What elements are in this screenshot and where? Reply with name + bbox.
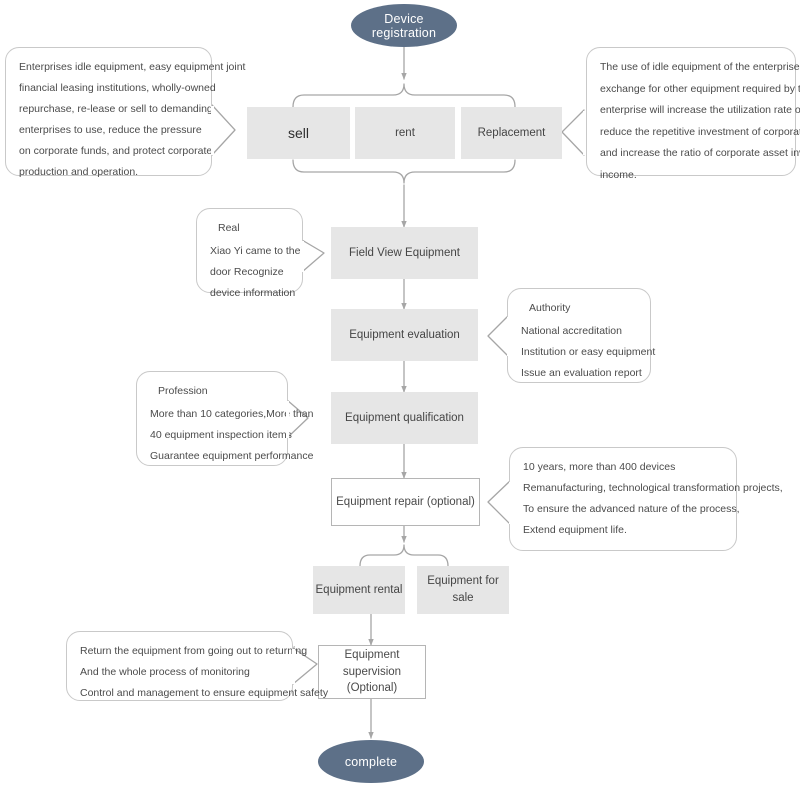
note-title: Real (218, 222, 240, 234)
node-replacement[interactable]: Replacement (461, 107, 562, 159)
node-equipment-rental-label: Equipment rental (315, 583, 403, 596)
note-line: Institution or easy equipment (521, 346, 656, 358)
note-line: Enterprises idle equipment, easy equipme… (19, 61, 246, 73)
node-replacement-label: Replacement (477, 126, 546, 139)
note-line: repurchase, re-lease or sell to demandin… (19, 103, 213, 115)
note-line: financial leasing institutions, wholly-o… (19, 82, 216, 94)
replacement-benefits-note: The use of idle equipment of the enterpr… (586, 47, 800, 181)
brace-top (292, 83, 516, 108)
brace-lower (359, 544, 449, 567)
note-title: Profession (158, 385, 208, 397)
node-complete[interactable]: complete (318, 740, 424, 783)
brace-bottom (292, 159, 516, 184)
node-equipment-evaluation[interactable]: Equipment evaluation (331, 309, 478, 361)
tail-authority-note (487, 315, 509, 357)
note-line: Remanufacturing, technological transform… (523, 482, 783, 494)
tail-sell-note (211, 104, 236, 156)
sell-benefits-note: Enterprises idle equipment, easy equipme… (5, 47, 246, 178)
note-line: device information (210, 287, 296, 299)
note-line: To ensure the advanced nature of the pro… (523, 503, 740, 515)
tail-mask-profession (286, 401, 289, 438)
note-line: National accreditation (521, 325, 622, 337)
tail-replacement-note (561, 109, 585, 156)
note-line: door Recognize (210, 266, 284, 278)
note-line: More than 10 categories,More than (150, 408, 314, 420)
node-equipment-qualification[interactable]: Equipment qualification (331, 392, 478, 444)
note-line: Issue an evaluation report (521, 367, 642, 379)
supervision-note: Return the equipment from going out to r… (66, 631, 329, 701)
note-line: production and operation. (19, 166, 139, 178)
node-complete-label: complete (344, 754, 398, 769)
node-equipment-qualification-label: Equipment qualification (345, 411, 464, 424)
node-rent[interactable]: rent (355, 107, 455, 159)
tail-mask-real (301, 241, 304, 272)
note-line: income. (600, 168, 637, 181)
note-line: reduce the repetitive investment of corp… (600, 125, 800, 138)
node-equipment-supervision[interactable]: Equipment supervision (Optional) (318, 645, 426, 699)
node-equipment-rental[interactable]: Equipment rental (313, 566, 405, 614)
node-field-view-equipment[interactable]: Field View Equipment (331, 227, 478, 279)
tail-mask-authority (507, 317, 510, 356)
note-line: Control and management to ensure equipme… (80, 687, 329, 699)
note-line: exchange for other equipment required by… (600, 82, 800, 95)
tail-mask-repair (509, 482, 512, 524)
node-equipment-evaluation-label: Equipment evaluation (349, 328, 460, 341)
note-line: 40 equipment inspection items (150, 429, 292, 441)
repair-capability-note: 10 years, more than 400 devices Remanufa… (509, 447, 783, 551)
note-title: Authority (529, 302, 571, 314)
note-line: Extend equipment life. (523, 524, 627, 536)
note-line: Guarantee equipment performance (150, 450, 314, 462)
node-equipment-supervision-label-line2: (Optional) (346, 682, 398, 695)
authority-note: Authority National accreditation Institu… (507, 288, 656, 383)
tail-repair-note (487, 480, 511, 525)
node-equipment-repair[interactable]: Equipment repair (optional) (331, 478, 480, 526)
note-line: enterprises to use, reduce the pressure (19, 124, 202, 136)
tail-mask-replacement (583, 111, 586, 155)
node-equipment-for-sale-label: Equipment for sale (427, 575, 499, 604)
profession-note: Profession More than 10 categories,More … (136, 371, 314, 466)
node-sell-label: sell (287, 124, 309, 141)
tail-mask-sell (211, 106, 214, 155)
note-line: Return the equipment from going out to r… (80, 645, 308, 657)
node-field-view-equipment-label: Field View Equipment (348, 246, 460, 259)
node-equipment-for-sale[interactable]: Equipment for sale (417, 566, 509, 614)
note-line: And the whole process of monitoring (80, 666, 250, 678)
note-line: on corporate funds, and protect corporat… (19, 145, 213, 157)
node-device-registration[interactable]: Device registration (351, 4, 457, 47)
note-line: The use of idle equipment of the enterpr… (600, 61, 800, 73)
node-device-registration-label: Device registration (371, 11, 437, 40)
note-line: 10 years, more than 400 devices (523, 461, 676, 473)
note-line: enterprise will increase the utilization… (600, 104, 800, 117)
real-note: Real Xiao Yi came to the door Recognize … (196, 208, 303, 299)
tail-real-note (301, 239, 325, 273)
tail-mask-supervision (292, 649, 295, 684)
node-equipment-repair-label: Equipment repair (optional) (336, 495, 475, 508)
node-equipment-supervision-label-line1: Equipment supervision (342, 648, 402, 678)
note-line: Xiao Yi came to the (210, 245, 301, 257)
note-line: and increase the ratio of corporate asse… (600, 147, 800, 160)
node-rent-label: rent (395, 126, 415, 139)
node-sell[interactable]: sell (247, 107, 350, 159)
